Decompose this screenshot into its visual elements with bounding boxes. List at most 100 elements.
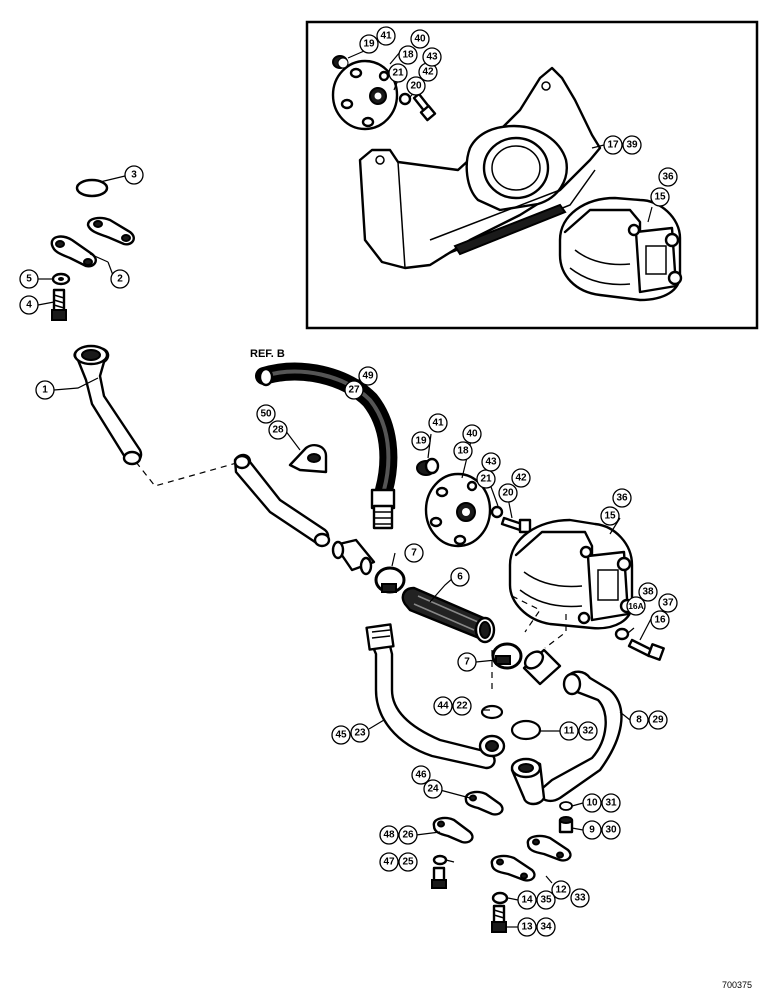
callout-31: 31 [601, 793, 621, 813]
svg-text:2: 2 [117, 274, 123, 285]
svg-text:32: 32 [582, 726, 594, 737]
callout-18-main: 18 [453, 441, 473, 461]
hose-clamp-part7-lower [491, 642, 523, 670]
svg-text:42: 42 [422, 67, 434, 78]
svg-text:21: 21 [480, 474, 492, 485]
o-ring-part11 [510, 719, 542, 741]
svg-text:38: 38 [642, 587, 654, 598]
svg-text:28: 28 [272, 425, 284, 436]
dashed-connector-1 [135, 461, 241, 487]
callout-43-inset: 43 [422, 47, 442, 67]
svg-text:47: 47 [383, 857, 395, 868]
callout-16: 16 [650, 610, 670, 630]
svg-text:19: 19 [415, 436, 427, 447]
hose-clamp-part28 [288, 444, 328, 474]
capscrew-part16 [627, 638, 665, 661]
svg-text:29: 29 [652, 715, 664, 726]
capscrew-part25 [431, 866, 447, 889]
svg-text:16A: 16A [628, 601, 644, 611]
callout-40-inset: 40 [410, 29, 430, 49]
callout-34: 34 [536, 917, 556, 937]
callout-20-main: 20 [498, 483, 518, 503]
svg-text:8: 8 [636, 715, 642, 726]
svg-text:16: 16 [654, 615, 666, 626]
callout-4: 4 [19, 295, 39, 315]
o-ring-part22 [480, 704, 504, 720]
callout-24: 24 [423, 779, 443, 799]
svg-text:43: 43 [426, 52, 438, 63]
suction-hose-part6 [401, 586, 496, 644]
callout-45: 45 [331, 725, 351, 745]
callout-49: 49 [358, 366, 378, 386]
svg-text:42: 42 [515, 473, 527, 484]
callout-16a: 16A [626, 596, 646, 616]
svg-text:45: 45 [335, 730, 347, 741]
svg-text:27: 27 [348, 385, 360, 396]
callout-44: 44 [433, 696, 453, 716]
svg-text:40: 40 [414, 34, 426, 45]
callout-38: 38 [638, 582, 658, 602]
svg-text:7: 7 [464, 657, 470, 668]
svg-text:1: 1 [42, 385, 48, 396]
callout-32: 32 [578, 721, 598, 741]
callout-43-main: 43 [481, 452, 501, 472]
svg-text:21: 21 [392, 68, 404, 79]
washer-part16a [614, 627, 630, 641]
svg-text:20: 20 [502, 488, 514, 499]
svg-text:31: 31 [605, 798, 617, 809]
figure-code: 700375 [722, 980, 752, 990]
svg-text:39: 39 [626, 140, 638, 151]
svg-text:12: 12 [555, 885, 567, 896]
svg-text:24: 24 [427, 784, 439, 795]
svg-text:41: 41 [380, 31, 392, 42]
hose-clamp-part7-upper [374, 566, 406, 594]
callout-7-lower: 7 [457, 652, 477, 672]
tube-segment [233, 453, 331, 548]
callout-21-inset: 21 [388, 63, 408, 83]
callout-39: 39 [622, 135, 642, 155]
bushing-inset [332, 55, 349, 69]
callout-11: 11 [559, 721, 579, 741]
svg-text:17: 17 [607, 140, 619, 151]
adapter-flange-inset [331, 59, 399, 131]
washer-part21 [490, 505, 504, 519]
capscrew-part4 [51, 288, 67, 321]
pressure-hose-part27 [255, 362, 398, 530]
callout-48: 48 [379, 825, 399, 845]
callout-5: 5 [19, 269, 39, 289]
callout-17: 17 [603, 135, 623, 155]
callout-46: 46 [411, 765, 431, 785]
callout-1: 1 [35, 380, 55, 400]
callout-30: 30 [601, 820, 621, 840]
svg-text:14: 14 [521, 895, 533, 906]
svg-text:20: 20 [410, 81, 422, 92]
callout-28: 28 [268, 420, 288, 440]
callout-36-inset: 36 [658, 167, 678, 187]
callout-36-main: 36 [612, 488, 632, 508]
svg-text:6: 6 [457, 572, 463, 583]
hydraulic-pump-inset [558, 196, 683, 302]
capscrew-inset [412, 92, 437, 122]
svg-text:46: 46 [415, 770, 427, 781]
split-flange-part2 [50, 216, 135, 268]
inset-frame [305, 20, 759, 330]
plug-part9 [558, 816, 574, 834]
bushing-part19 [416, 457, 440, 476]
callout-6: 6 [450, 567, 470, 587]
washer-part14 [491, 891, 509, 905]
svg-text:36: 36 [662, 172, 674, 183]
hydraulic-pump-part15 [508, 518, 635, 630]
svg-text:10: 10 [586, 798, 598, 809]
pressure-tube-part23 [365, 623, 506, 770]
callout-50: 50 [256, 404, 276, 424]
suction-tube-part1 [73, 344, 143, 466]
svg-text:15: 15 [604, 511, 616, 522]
ref-label: REF. B [250, 348, 285, 360]
svg-text:34: 34 [540, 922, 552, 933]
callout-8: 8 [629, 710, 649, 730]
callout-41-main: 41 [428, 413, 448, 433]
capscrew-part20 [500, 516, 532, 534]
svg-text:44: 44 [437, 701, 449, 712]
svg-text:11: 11 [564, 726, 575, 737]
callout-40-main: 40 [462, 424, 482, 444]
